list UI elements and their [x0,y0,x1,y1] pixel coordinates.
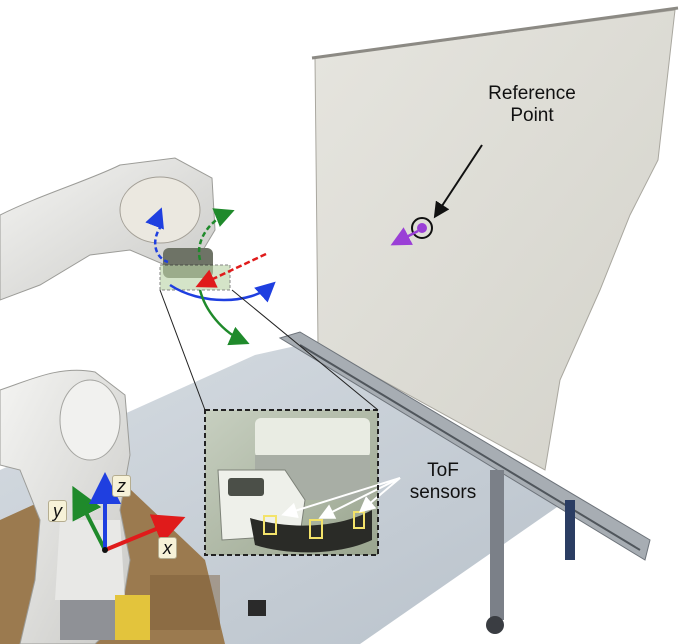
reference-point-label-line1: Reference [488,83,576,104]
x-axis-label: x [158,537,177,559]
reference-direction-arrow [390,227,419,246]
reference-point-label-line2: Point [510,105,554,126]
end-effector-rotation-arrows [145,207,276,346]
y-axis-arrow [72,485,107,551]
projection-screen [314,9,676,471]
y-axis-label: y [48,500,67,522]
tof-sensor-zoom-inset [204,409,401,556]
reference-point-marker [390,217,433,246]
base-coordinate-frame [72,472,186,553]
x-axis-arrow [104,514,186,552]
z-axis-label: z [112,475,131,497]
tof-sensors-label-line2: sensors [409,482,477,503]
reference-pointer-arrow [433,144,483,219]
tof-sensors-label: ToF sensors [388,460,498,504]
tof-sensor-2 [309,519,323,539]
tof-sensor-1 [263,515,277,535]
reference-point-label: Reference Point [472,83,592,127]
tof-sensors-label-line1: ToF [427,460,459,481]
